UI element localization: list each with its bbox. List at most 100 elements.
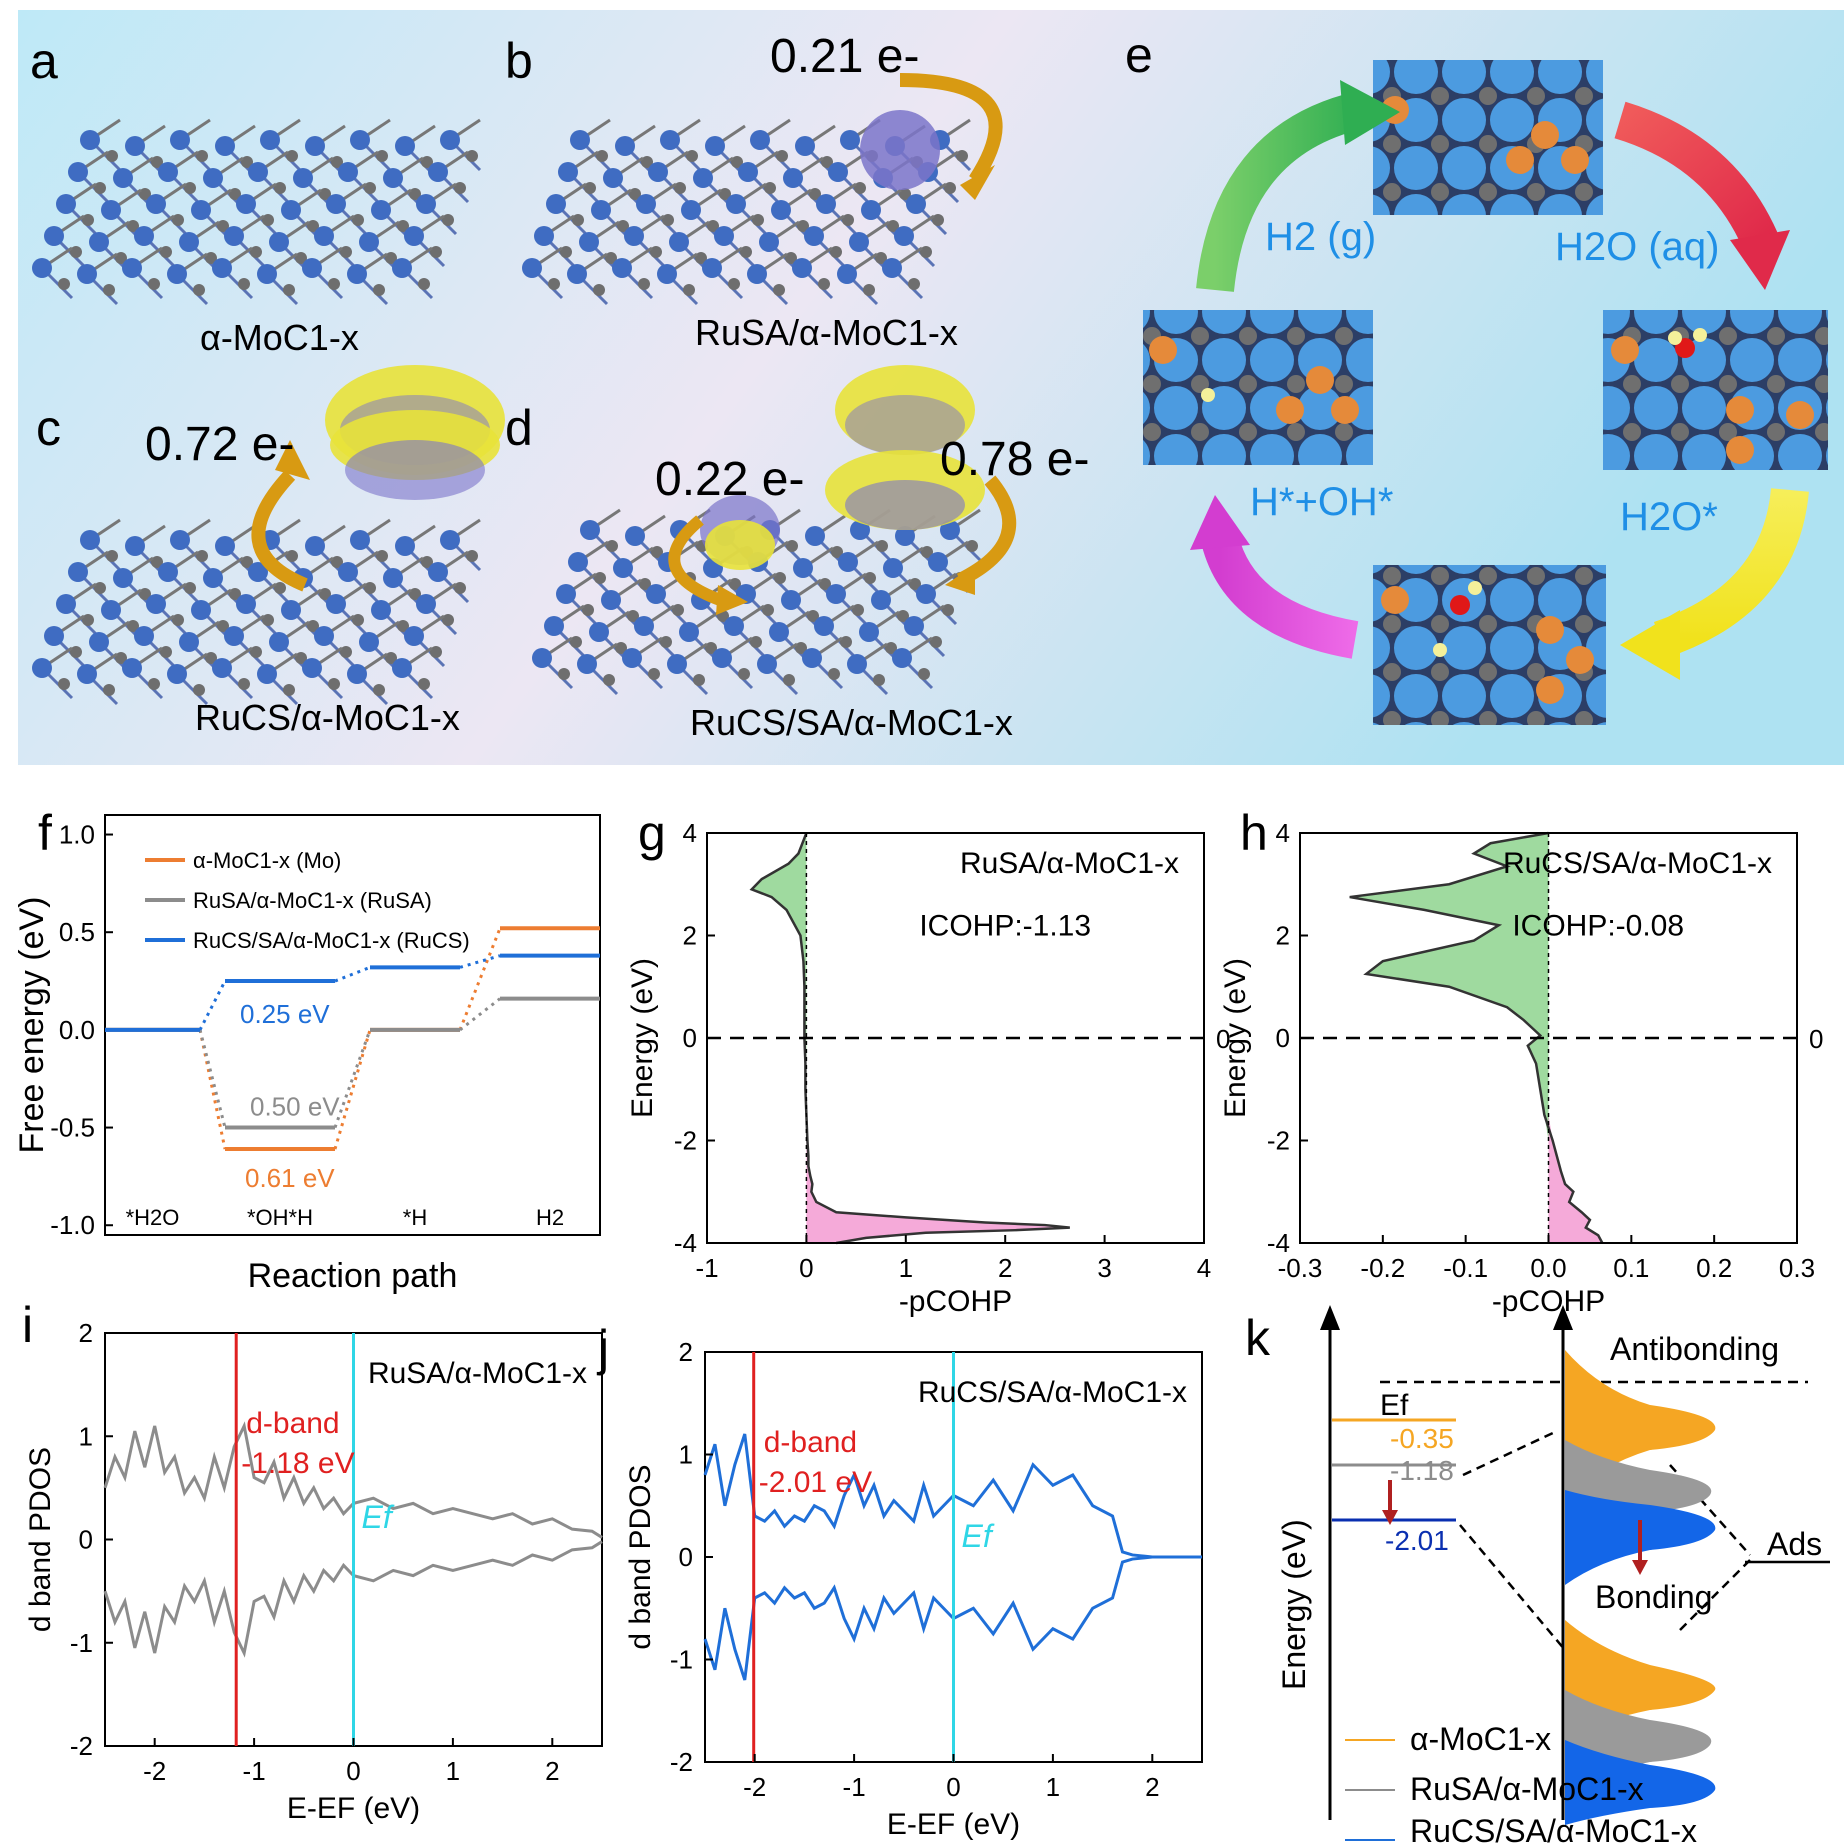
antibonding-area (1349, 833, 1549, 1243)
charge-arrow-d-right (945, 475, 1017, 595)
carbon-atom (319, 588, 331, 600)
y-tick-label: 2 (683, 921, 697, 951)
charge-c: 0.72 e- (145, 418, 294, 471)
k-legend-2: RuSA/α-MoC1-x (1410, 1771, 1644, 1807)
panel-letter-g: g (638, 805, 666, 861)
y-tick-label: 0.0 (59, 1015, 95, 1045)
mo-atom (712, 648, 732, 668)
mo-atom (383, 568, 403, 588)
carbon-atom (606, 540, 618, 552)
carbon-atom (58, 278, 70, 290)
carbon-atom (918, 668, 930, 680)
mo-atom (724, 616, 744, 636)
y-tick-label: 2 (79, 1318, 93, 1348)
category-label: *H2O (126, 1205, 180, 1230)
y-axis-label: d band PDOS (24, 1447, 57, 1632)
carbon-atom (466, 150, 478, 162)
carbon-atom (217, 620, 229, 632)
carbon-atom (373, 284, 385, 296)
x-tick-label: 3 (1097, 1253, 1111, 1283)
carbon-atom (418, 678, 430, 690)
carbon-atom (409, 188, 421, 200)
carbon-atom (693, 674, 705, 686)
d-band-value: -2.01 eV (759, 1466, 872, 1499)
carbon-atom (774, 572, 786, 584)
mo-atom (56, 194, 76, 214)
mo-atom (928, 552, 948, 572)
carbon-atom (328, 278, 340, 290)
mo-atom (702, 258, 722, 278)
carbon-atom (70, 646, 82, 658)
mo-atom (634, 616, 654, 636)
carbon-atom (705, 642, 717, 654)
mo-atom (203, 168, 223, 188)
carbon-atom (127, 620, 139, 632)
carbon-atom (274, 582, 286, 594)
x-tick-label: -1 (695, 1253, 718, 1283)
cycle-tile-left (1143, 310, 1373, 465)
carbon-atom (750, 636, 762, 648)
carbon-atom (560, 246, 572, 258)
carbon-atom (295, 252, 307, 264)
mo-atom (77, 664, 97, 684)
x-tick-label: 1 (1046, 1772, 1060, 1802)
mo-atom (579, 232, 599, 252)
carbon-atom (603, 674, 615, 686)
carbon-atom (887, 220, 899, 232)
y-axis-label: Energy (eV) (626, 958, 659, 1118)
y-tick-label: 1 (79, 1421, 93, 1451)
mo-atom (212, 658, 232, 678)
carbon-atom (106, 150, 118, 162)
panel-letter-j: j (596, 1320, 609, 1376)
carbon-atom (184, 182, 196, 194)
carbon-atom (340, 246, 352, 258)
carbon-atom (295, 652, 307, 664)
carbon-atom (920, 246, 932, 258)
carbon-atom (127, 220, 139, 232)
mo-atom (861, 200, 881, 220)
mo-atom (828, 162, 848, 182)
carbon-atom (442, 214, 454, 226)
x-tick-label: -0.3 (1278, 1253, 1323, 1283)
carbon-atom (617, 220, 629, 232)
carbon-atom (250, 646, 262, 658)
mo-atom (726, 194, 746, 214)
cycle-arrow-red (1614, 101, 1790, 290)
carbon-atom (686, 150, 698, 162)
mo-atom (570, 130, 590, 150)
carbon-atom (695, 252, 707, 264)
mo-atom (532, 648, 552, 668)
x-tick-label: 2 (1145, 1772, 1159, 1802)
y-tick-label: 4 (683, 818, 697, 848)
carbon-atom (418, 278, 430, 290)
mo-atom (68, 562, 88, 582)
mo-atom (248, 562, 268, 582)
pdos-spin-up (703, 1433, 1202, 1559)
y-tick-label: 4 (1276, 818, 1290, 848)
antibonding-area (751, 833, 807, 1243)
carbon-atom (707, 220, 719, 232)
panel-k-schematic (1320, 1305, 1830, 1841)
carbon-atom (752, 214, 764, 226)
energy-connector (333, 1029, 372, 1150)
y-tick-label: -2 (1267, 1126, 1290, 1156)
mo-atom (792, 258, 812, 278)
carbon-atom (828, 668, 840, 680)
panel-letter-i: i (22, 1297, 33, 1353)
mo-atom (383, 168, 403, 188)
y-tick-label: 2 (679, 1337, 693, 1367)
mo-atom (395, 536, 415, 556)
mo-atom (347, 664, 367, 684)
mo-atom (567, 264, 587, 284)
x-tick-label: 0 (346, 1756, 360, 1786)
carbon-atom (570, 636, 582, 648)
annotation: 0.50 eV (250, 1092, 340, 1122)
mo-atom (77, 264, 97, 284)
mo-atom (404, 226, 424, 246)
mo-atom (236, 594, 256, 614)
carbon-atom (160, 246, 172, 258)
mo-atom (646, 584, 666, 604)
x-tick-label: 0.3 (1779, 1253, 1815, 1283)
